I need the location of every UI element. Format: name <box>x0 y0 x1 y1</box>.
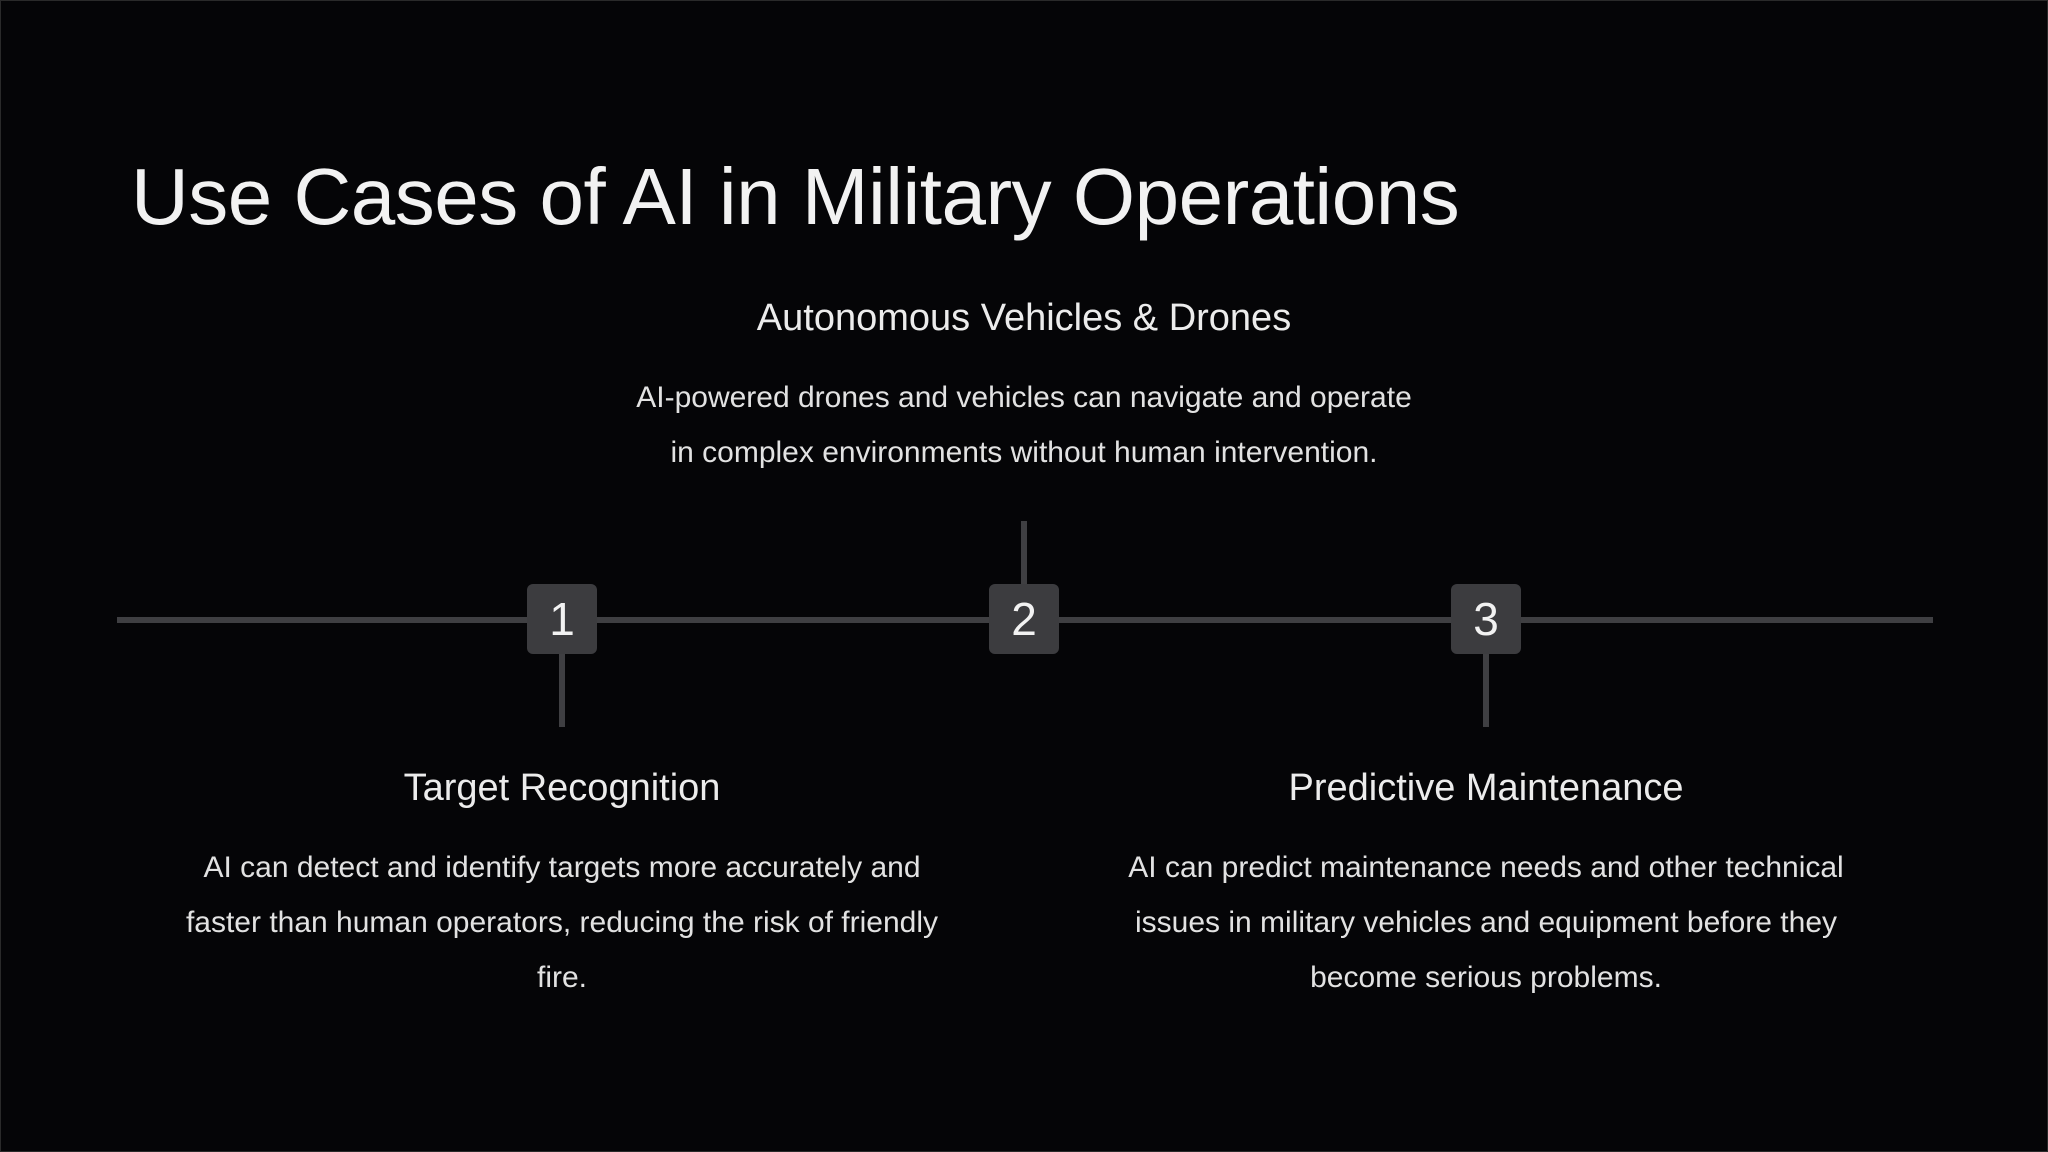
step-2-description: AI-powered drones and vehicles can navig… <box>636 381 1412 469</box>
step-3-description: AI can predict maintenance needs and oth… <box>1128 851 1844 994</box>
step-3-heading: Predictive Maintenance <box>1288 767 1684 809</box>
step-3-connector <box>1483 651 1489 727</box>
step-2-badge: 2 <box>989 584 1059 654</box>
step-2-connector <box>1021 521 1027 585</box>
step-1-heading: Target Recognition <box>403 767 721 809</box>
step-1-badge: 1 <box>527 584 597 654</box>
step-1-connector <box>559 651 565 727</box>
step-3-block: Predictive Maintenance AI can predict ma… <box>1086 764 1886 1005</box>
step-2-block: Autonomous Vehicles & Drones AI-powered … <box>624 294 1424 480</box>
step-3-badge: 3 <box>1451 584 1521 654</box>
step-1-description: AI can detect and identify targets more … <box>185 851 939 994</box>
step-2-heading: Autonomous Vehicles & Drones <box>756 297 1292 339</box>
step-1-block: Target Recognition AI can detect and ide… <box>162 764 962 1005</box>
slide-title: Use Cases of AI in Military Operations <box>131 152 1460 241</box>
